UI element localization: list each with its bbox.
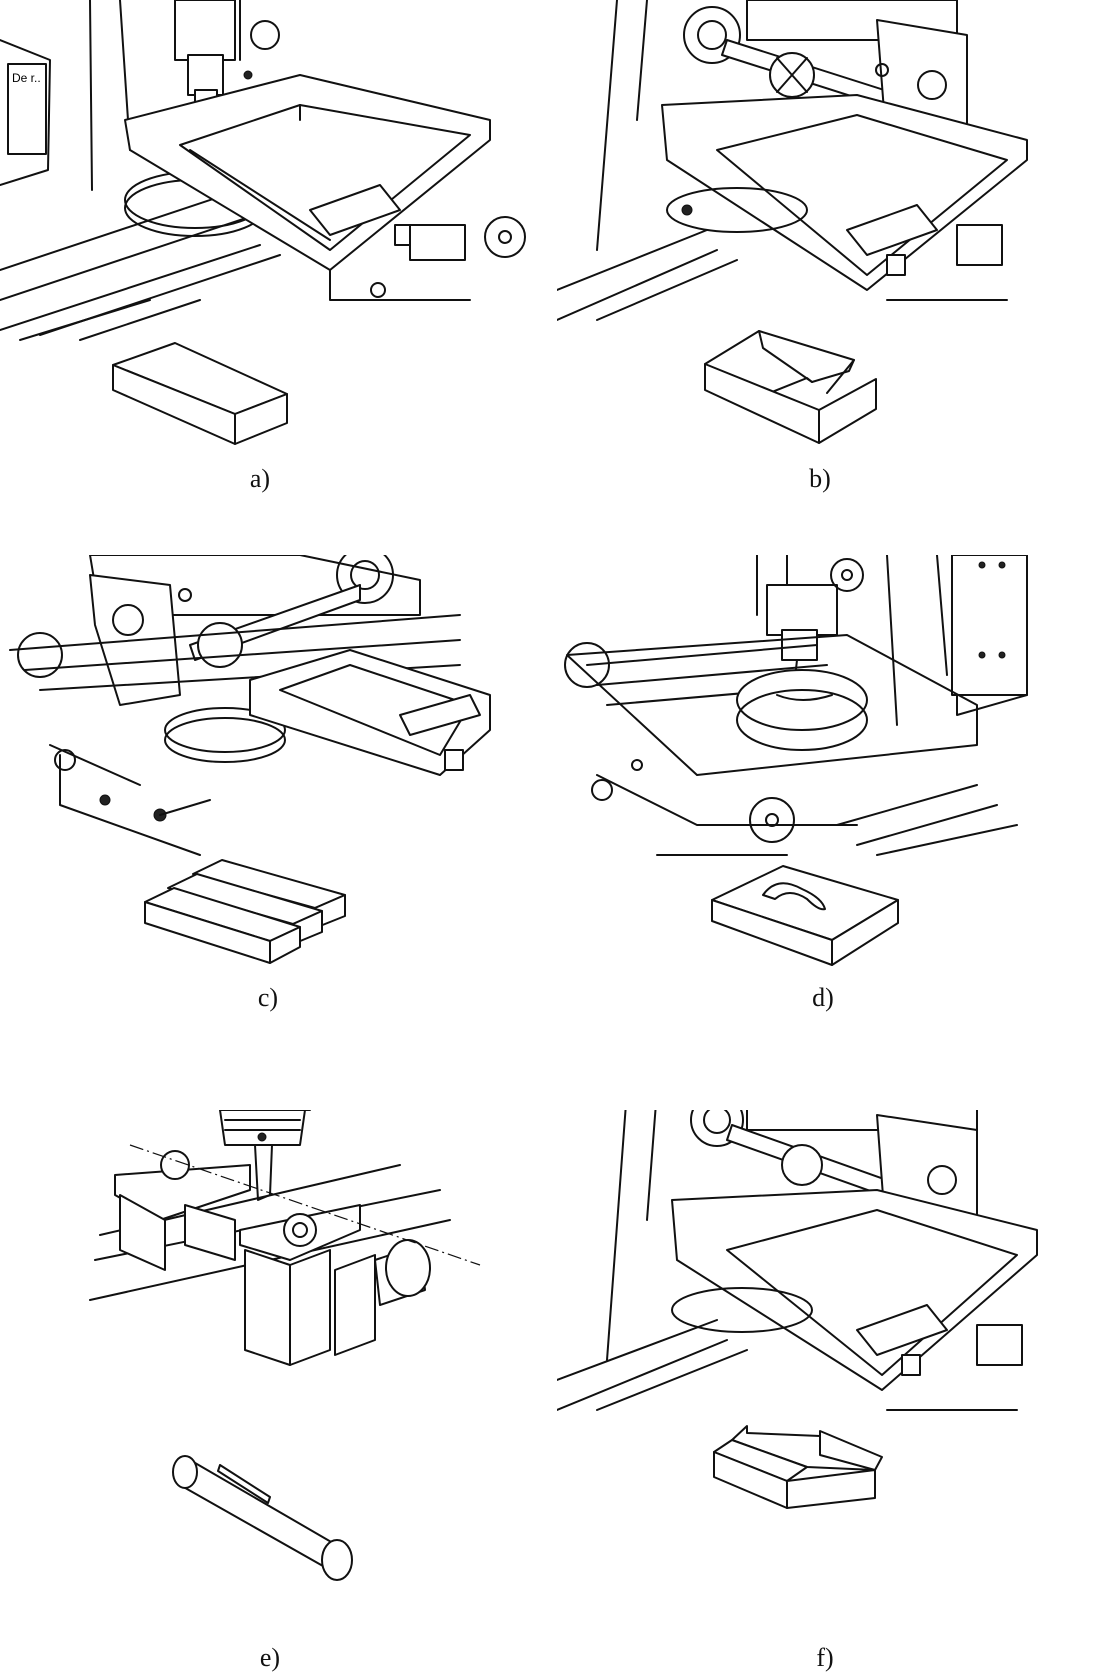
- panel-d: d): [557, 555, 1114, 1110]
- milling-machine-vise-illustration: De r..: [0, 0, 526, 445]
- panel-a: De r.. a): [0, 0, 557, 555]
- caption-b: b): [809, 464, 831, 493]
- caption-f: f): [816, 1643, 834, 1672]
- panel-c: c): [0, 555, 557, 1110]
- panel-b: b): [557, 0, 1114, 555]
- horizontal-milling-arbor-illustration: [557, 0, 1028, 444]
- panel-e: e): [0, 1110, 557, 1671]
- rotary-table-end-mill-illustration: [564, 555, 1028, 966]
- keyway-milling-illustration: [89, 1110, 481, 1581]
- cabinet-label: De r..: [12, 71, 41, 85]
- slotting-saw-illustration: [9, 555, 491, 964]
- caption-a: a): [249, 464, 271, 493]
- caption-e: e): [259, 1643, 281, 1672]
- form-cutter-milling-illustration: [557, 1110, 1038, 1509]
- panel-f: f): [557, 1110, 1114, 1671]
- caption-c: c): [257, 983, 279, 1012]
- caption-d: d): [812, 983, 834, 1012]
